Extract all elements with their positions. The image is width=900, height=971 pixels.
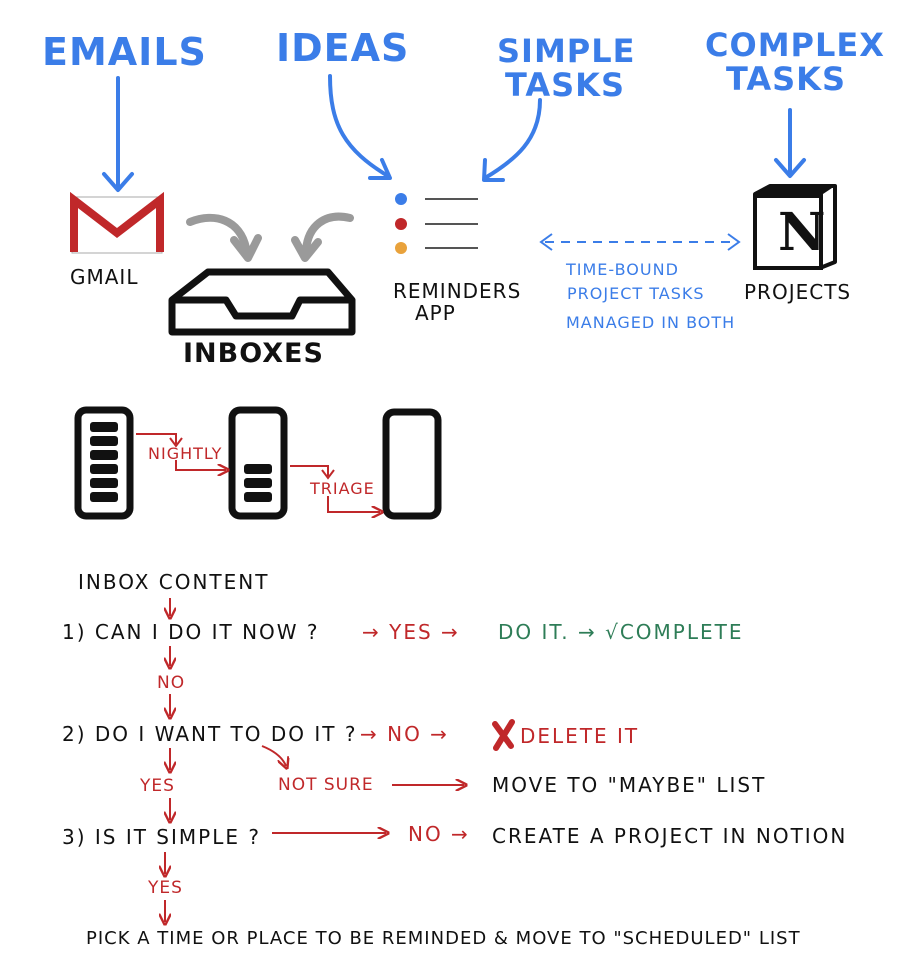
x-mark-icon bbox=[492, 719, 515, 751]
reminders-label-line2: App bbox=[415, 301, 456, 325]
arrow-emails-head bbox=[102, 172, 134, 192]
triage-label: Triage bbox=[310, 479, 375, 498]
q1-no: No bbox=[157, 673, 186, 693]
q2-yes: Yes bbox=[140, 776, 175, 796]
q3-action-project: Create a project in Notion bbox=[492, 824, 848, 848]
inbox-content-heading: Inbox content bbox=[78, 570, 270, 594]
arrow-simple-head bbox=[482, 158, 505, 182]
emails-label: Emails bbox=[42, 30, 207, 74]
complex-tasks-label-line2: Tasks bbox=[726, 60, 846, 98]
arrow-ideas-to-reminders bbox=[328, 74, 390, 178]
note-line1: Time-Bound bbox=[566, 260, 679, 279]
inbox-empty-icon bbox=[382, 408, 442, 520]
gray-arrow-left-head bbox=[230, 234, 262, 262]
question-1: 1) Can I do it now ? bbox=[62, 620, 320, 644]
inbox-half-icon bbox=[228, 406, 288, 520]
q2-no: → No → bbox=[360, 722, 449, 746]
notion-icon bbox=[753, 184, 837, 270]
q3-no: No → bbox=[408, 822, 470, 846]
final-step: Pick a time or place to be reminded & mo… bbox=[86, 928, 801, 949]
gray-arrow-left bbox=[186, 213, 250, 252]
nightly-label: Nightly bbox=[148, 444, 223, 463]
projects-label: Projects bbox=[744, 280, 852, 304]
reminders-list-icon bbox=[395, 193, 478, 254]
q2-not-sure-action: Move to "Maybe" list bbox=[492, 773, 767, 797]
triage-arrow bbox=[290, 465, 380, 512]
q1-yes: → Yes → bbox=[362, 620, 460, 644]
question-2: 2) Do I want to do it ? bbox=[62, 722, 358, 746]
question-3: 3) Is it simple ? bbox=[62, 825, 261, 849]
q2-not-sure: Not sure bbox=[278, 775, 374, 795]
gmail-label: Gmail bbox=[70, 265, 139, 289]
simple-tasks-label-line1: Simple bbox=[497, 32, 636, 70]
notion-logo-letter: N bbox=[778, 202, 826, 263]
gray-arrow-right-head bbox=[291, 236, 322, 262]
complex-tasks-label-line1: Complex bbox=[705, 26, 885, 64]
inbox-full-icon bbox=[74, 406, 134, 520]
gmail-icon bbox=[70, 191, 164, 254]
inbox-tray-icon bbox=[168, 268, 356, 336]
reminders-label-line1: Reminders bbox=[393, 279, 522, 303]
arrow-ideas-head bbox=[368, 158, 392, 180]
ideas-label: Ideas bbox=[276, 26, 410, 70]
q3-yes: Yes bbox=[148, 878, 183, 898]
flow-arrow-not-sure bbox=[261, 745, 286, 766]
arrow-complex-head bbox=[774, 158, 806, 178]
arrow-simple-tasks-to-reminders bbox=[483, 98, 542, 180]
q1-action-complete: Do it. → √Complete bbox=[498, 620, 744, 644]
simple-tasks-label-line2: Tasks bbox=[505, 66, 625, 104]
gray-arrow-right bbox=[302, 212, 354, 254]
inboxes-label: Inboxes bbox=[183, 338, 324, 369]
note-line3: Managed in Both bbox=[566, 313, 736, 332]
q2-action-delete: Delete it bbox=[520, 724, 640, 748]
note-line2: Project Tasks bbox=[567, 284, 705, 303]
nightly-arrow bbox=[136, 433, 226, 470]
